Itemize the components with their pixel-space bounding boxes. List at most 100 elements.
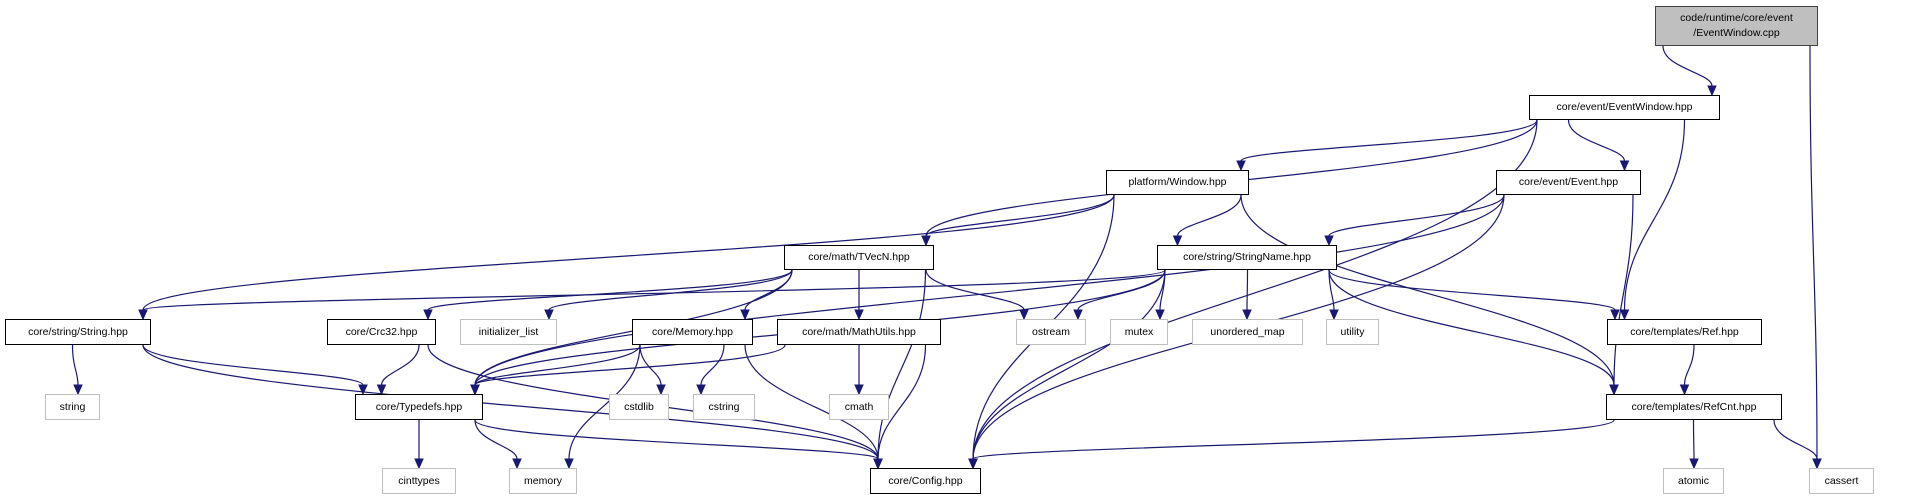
- edge-memory_hpp-to-memory: [568, 344, 641, 460]
- edge-tvecn_hpp-to-ostream: [925, 269, 1025, 311]
- node-ref-hpp[interactable]: core/templates/Ref.hpp: [1607, 319, 1762, 345]
- edge-mathutils_hpp-to-typedefs_hpp: [474, 344, 786, 386]
- node-config-hpp[interactable]: core/Config.hpp: [870, 468, 981, 494]
- edge-stringname_hpp-to-refcnt_hpp: [1328, 269, 1615, 386]
- arrowhead-stringname_hpp-to-refcnt_hpp: [1609, 384, 1619, 396]
- edge-eventwindow_hpp-to-ref_hpp: [1623, 119, 1686, 311]
- arrowhead-crc32_hpp-to-typedefs_hpp: [376, 384, 387, 396]
- arrowhead-event_hpp-to-stringname_hpp: [1324, 235, 1334, 247]
- node-cinttypes: cinttypes: [382, 468, 456, 494]
- arrowhead-memory_hpp-to-cstring: [696, 384, 706, 396]
- edge-typedefs_hpp-to-memory: [474, 419, 518, 460]
- node-utility: utility: [1326, 319, 1379, 345]
- arrowhead-stringname_hpp-to-string_hpp: [138, 309, 148, 321]
- arrowhead-mathutils_hpp-to-typedefs_hpp: [470, 384, 480, 396]
- edge-tvecn_hpp-to-crc32_hpp: [427, 269, 793, 311]
- root-label-line2: /EventWindow.cpp: [1693, 27, 1780, 39]
- node-window-hpp[interactable]: platform/Window.hpp: [1106, 170, 1249, 195]
- arrowhead-root-to-eventwindow_hpp: [1707, 85, 1717, 97]
- edge-string_hpp-to-config_hpp: [142, 344, 879, 460]
- node-eventwindow-hpp[interactable]: core/event/EventWindow.hpp: [1529, 95, 1720, 120]
- edge-stringname_hpp-to-unordered_map: [1246, 269, 1249, 311]
- edge-eventwindow_hpp-to-config_hpp: [972, 119, 1538, 460]
- node-memory-hpp[interactable]: core/Memory.hpp: [632, 319, 753, 345]
- arrowhead-tvecn_hpp-to-memory_hpp: [740, 309, 750, 321]
- node-cassert: cassert: [1809, 468, 1874, 494]
- edge-stringname_hpp-to-string_hpp: [142, 269, 1166, 311]
- arrowhead-tvecn_hpp-to-ostream: [1019, 309, 1029, 321]
- arrowhead-ref_hpp-to-refcnt_hpp: [1679, 384, 1690, 396]
- node-mutex: mutex: [1110, 319, 1168, 345]
- edge-stringname_hpp-to-config_hpp: [972, 269, 1166, 460]
- edge-refcnt_hpp-to-config_hpp: [972, 419, 1615, 460]
- edge-root-to-eventwindow_hpp: [1662, 45, 1713, 87]
- edge-event_hpp-to-stringname_hpp: [1328, 194, 1505, 237]
- edge-window_hpp-to-tvecn_hpp: [925, 194, 1115, 237]
- arrowhead-stringname_hpp-to-unordered_map: [1242, 309, 1252, 321]
- edge-ref_hpp-to-refcnt_hpp: [1683, 344, 1695, 386]
- arrowhead-string_hpp-to-typedefs_hpp: [358, 384, 368, 396]
- edge-string_hpp-to-typedefs_hpp: [142, 344, 364, 386]
- edge-tvecn_hpp-to-config_hpp: [877, 269, 927, 460]
- edge-stringname_hpp-to-utility: [1328, 269, 1335, 311]
- arrowhead-tvecn_hpp-to-mathutils_hpp: [854, 309, 864, 321]
- arrowhead-eventwindow_hpp-to-ref_hpp: [1619, 309, 1630, 321]
- node-string: string: [45, 394, 100, 420]
- arrowhead-stringname_hpp-to-ref_hpp: [1610, 309, 1620, 321]
- edge-event_hpp-to-refcnt_hpp: [1613, 194, 1634, 386]
- arrowhead-refcnt_hpp-to-config_hpp: [968, 458, 978, 470]
- edge-refcnt_hpp-to-cassert: [1773, 419, 1818, 460]
- edge-event_hpp-to-typedefs_hpp: [474, 194, 1505, 386]
- node-initializer-list: initializer_list: [460, 319, 557, 345]
- edge-eventwindow_hpp-to-window_hpp: [1240, 119, 1538, 162]
- node-tvecn-hpp[interactable]: core/math/TVecN.hpp: [784, 245, 934, 270]
- edge-mathutils_hpp-to-config_hpp: [877, 344, 927, 460]
- edge-tvecn_hpp-to-initializer_list: [548, 269, 793, 311]
- arrowhead-typedefs_hpp-to-cinttypes: [414, 458, 424, 470]
- arrowhead-memory_hpp-to-memory: [564, 458, 574, 470]
- arrowhead-eventwindow_hpp-to-event_hpp: [1619, 160, 1630, 172]
- edge-memory_hpp-to-config_hpp: [744, 344, 879, 460]
- edge-window_hpp-to-string_hpp: [142, 194, 1115, 311]
- edge-crc32_hpp-to-typedefs_hpp: [380, 344, 420, 386]
- arrowhead-refcnt_hpp-to-atomic: [1689, 458, 1699, 470]
- root-file-node: code/runtime/core/event /EventWindow.cpp: [1655, 6, 1818, 46]
- node-unordered-map: unordered_map: [1192, 319, 1303, 345]
- arrowhead-eventwindow_hpp-to-window_hpp: [1236, 160, 1246, 172]
- node-cstdlib: cstdlib: [609, 394, 669, 420]
- edge-eventwindow_hpp-to-event_hpp: [1567, 119, 1626, 162]
- edge-root-to-cassert: [1809, 45, 1818, 460]
- node-refcnt-hpp[interactable]: core/templates/RefCnt.hpp: [1606, 394, 1782, 420]
- node-event-hpp[interactable]: core/event/Event.hpp: [1496, 170, 1641, 195]
- node-cstring: cstring: [693, 394, 755, 420]
- arrowhead-mathutils_hpp-to-cmath: [854, 384, 864, 396]
- node-stringname-hpp[interactable]: core/string/StringName.hpp: [1157, 245, 1337, 270]
- edge-memory_hpp-to-typedefs_hpp: [474, 344, 641, 386]
- arrowhead-memory_hpp-to-cstdlib: [656, 384, 666, 396]
- node-mathutils-hpp[interactable]: core/math/MathUtils.hpp: [777, 319, 941, 345]
- arrowhead-string_hpp-to-string: [73, 384, 83, 396]
- edge-memory_hpp-to-cstdlib: [639, 344, 662, 386]
- node-typedefs-hpp[interactable]: core/Typedefs.hpp: [355, 394, 483, 420]
- arrowhead-refcnt_hpp-to-cassert: [1812, 458, 1822, 470]
- edge-memory_hpp-to-cstring: [700, 344, 725, 386]
- arrowhead-stringname_hpp-to-mutex: [1155, 309, 1165, 321]
- arrowhead-tvecn_hpp-to-crc32_hpp: [423, 309, 433, 321]
- edge-window_hpp-to-stringname_hpp: [1176, 194, 1242, 237]
- edge-refcnt_hpp-to-atomic: [1692, 419, 1695, 460]
- edge-window_hpp-to-refcnt_hpp: [1240, 194, 1615, 386]
- edge-stringname_hpp-to-ref_hpp: [1328, 269, 1616, 311]
- node-cmath: cmath: [829, 394, 889, 420]
- arrowhead-window_hpp-to-stringname_hpp: [1172, 235, 1183, 247]
- node-atomic: atomic: [1663, 468, 1724, 494]
- edge-typedefs_hpp-to-config_hpp: [474, 419, 879, 460]
- root-label-line1: code/runtime/core/event: [1680, 12, 1793, 24]
- arrowhead-typedefs_hpp-to-memory: [512, 458, 522, 470]
- arrowhead-tvecn_hpp-to-initializer_list: [544, 309, 554, 321]
- arrowhead-stringname_hpp-to-ostream: [1073, 309, 1083, 321]
- node-string-hpp[interactable]: core/string/String.hpp: [5, 319, 151, 345]
- node-ostream: ostream: [1016, 319, 1086, 345]
- node-crc32-hpp[interactable]: core/Crc32.hpp: [327, 319, 436, 345]
- arrowhead-stringname_hpp-to-utility: [1329, 309, 1339, 321]
